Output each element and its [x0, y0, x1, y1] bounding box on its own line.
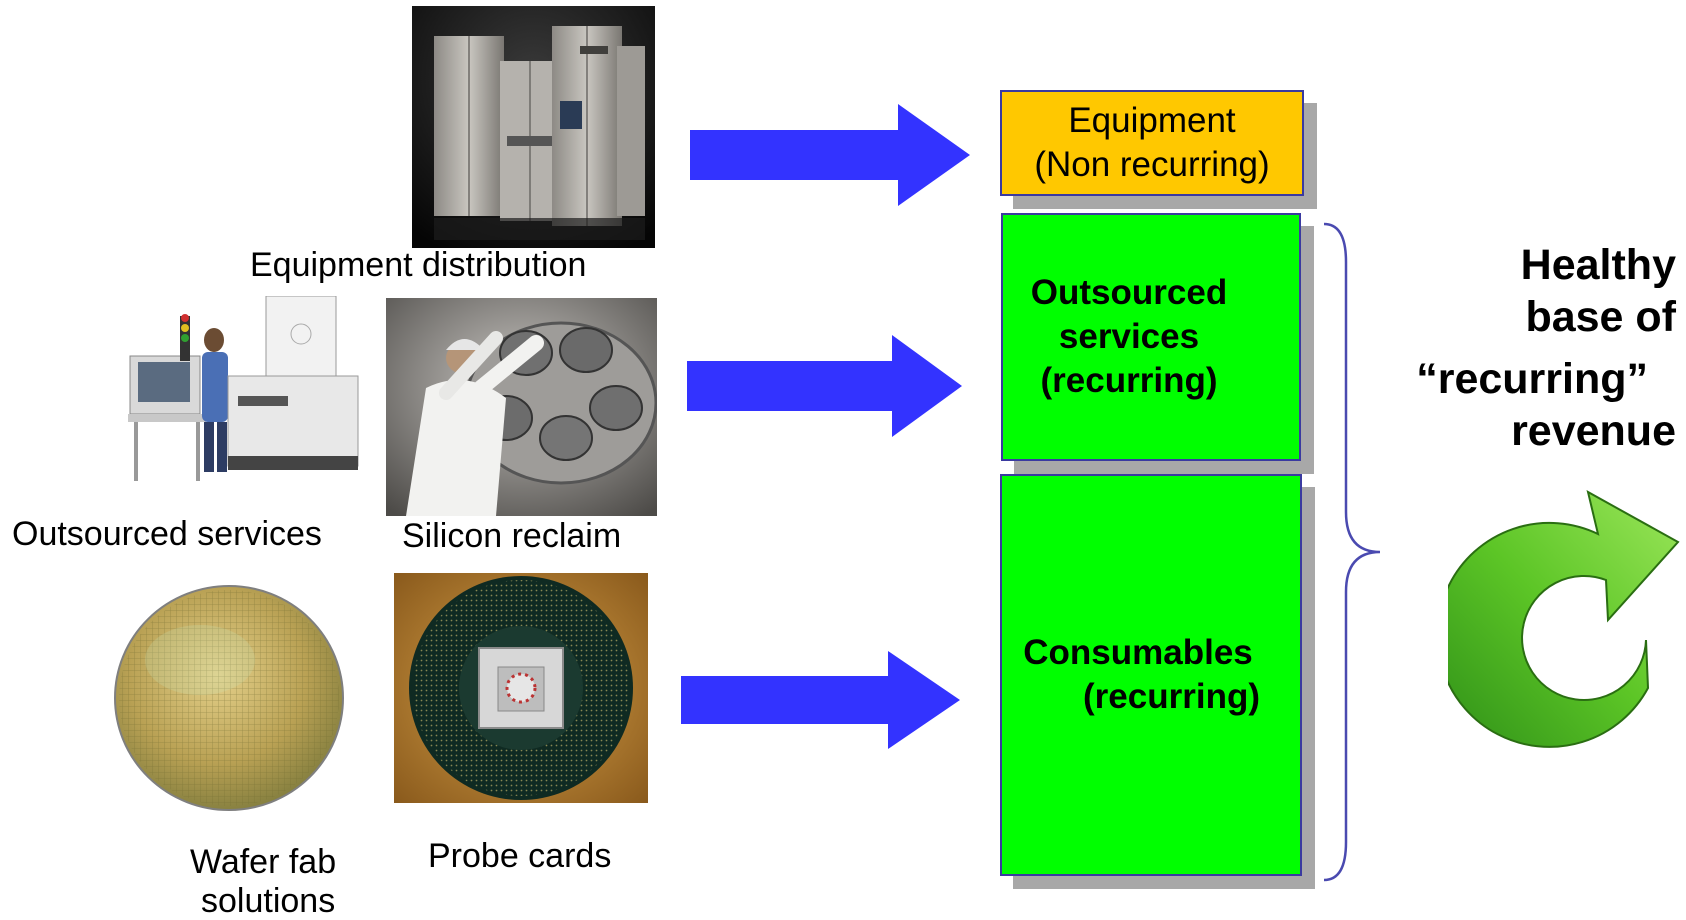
conclusion-line2: base of	[1525, 293, 1676, 341]
consumables-box-line1: Consumables	[1023, 633, 1253, 672]
recurring-cycle-icon	[1448, 490, 1680, 748]
brace-icon	[1323, 222, 1381, 882]
flow-arrow-icon	[681, 651, 960, 749]
flow-arrow-icon	[687, 335, 962, 437]
caption-wafer-fab-line1: Wafer fab	[190, 843, 337, 881]
equipment-box-line2: (Non recurring)	[1034, 145, 1270, 184]
silicon-reclaim-photo	[386, 298, 657, 516]
caption-equipment-distribution: Equipment distribution	[250, 246, 587, 284]
caption-outsourced-services: Outsourced services	[12, 515, 322, 553]
consumables-revenue-box: Consumables (recurring)	[1000, 474, 1302, 876]
conclusion-line3: “recurring”	[1416, 355, 1648, 403]
caption-wafer-fab-line2: solutions	[201, 882, 336, 920]
conclusion-line1: Healthy	[1520, 241, 1676, 289]
flow-arrow-icon	[690, 104, 970, 206]
conclusion-line4: revenue	[1511, 407, 1676, 455]
metrology-station-photo	[118, 296, 368, 488]
equipment-machine-photo	[412, 6, 655, 248]
caption-silicon-reclaim: Silicon reclaim	[402, 517, 622, 555]
consumables-box-line2: (recurring)	[1083, 677, 1260, 716]
outsourced-box-line2: services	[1058, 317, 1200, 356]
wafer-photo	[110, 580, 348, 815]
outsourced-box-line3: (recurring)	[1040, 361, 1218, 400]
outsourced-revenue-box: Outsourced services (recurring)	[1001, 213, 1301, 461]
caption-probe-cards: Probe cards	[428, 837, 612, 875]
outsourced-box-line1: Outsourced	[1030, 273, 1228, 312]
probe-card-photo	[394, 573, 648, 803]
equipment-box-line1: Equipment	[1068, 101, 1236, 140]
equipment-revenue-box: Equipment (Non recurring)	[1000, 90, 1304, 196]
